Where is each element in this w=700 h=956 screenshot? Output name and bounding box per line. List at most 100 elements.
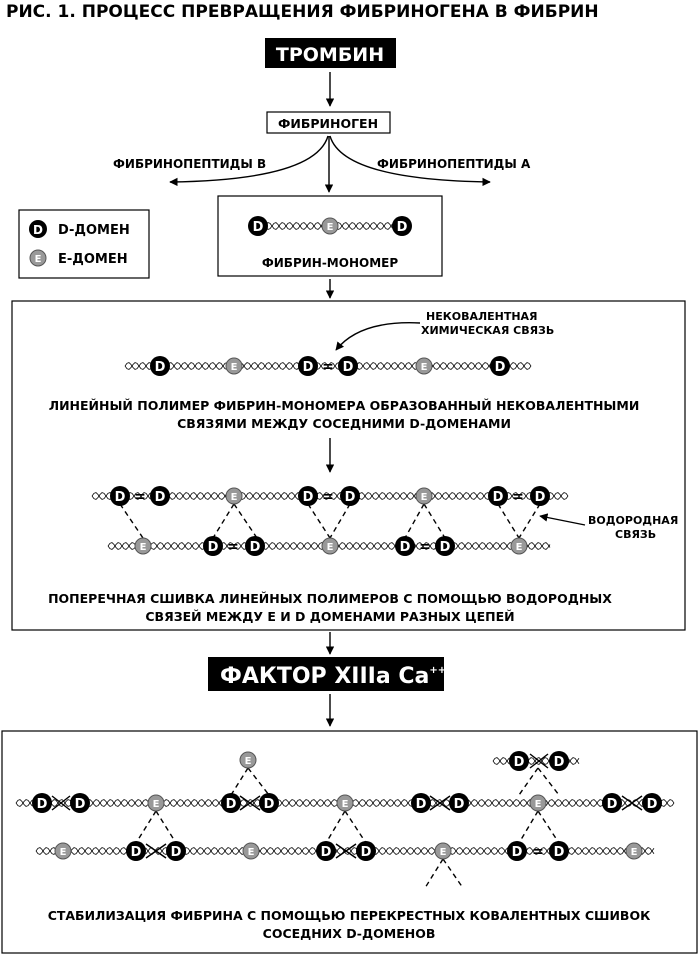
svg-text:D: D: [512, 845, 523, 860]
fibrinopeptides-b-label: ФИБРИНОПЕПТИДЫ В: [113, 157, 266, 171]
d-domain: D: [259, 793, 279, 813]
e-domain: E: [415, 487, 433, 505]
d-domain: D: [395, 536, 415, 556]
svg-text:D: D: [75, 797, 86, 812]
polymer-box: [11, 300, 686, 631]
svg-text:E: E: [631, 847, 638, 858]
svg-text:E: E: [231, 362, 238, 373]
d-domain: D: [549, 751, 569, 771]
e-domain: E: [147, 794, 165, 812]
svg-text:D: D: [343, 360, 354, 375]
equals-sign: =: [322, 489, 334, 505]
svg-text:D: D: [647, 797, 658, 812]
legend-d-label: D-ДОМЕН: [58, 223, 130, 238]
svg-text:D: D: [303, 360, 314, 375]
hydrogen-label-2: СВЯЗЬ: [615, 528, 656, 541]
d-domain: D: [507, 841, 527, 861]
covalent-bond: [429, 795, 451, 811]
e-domain: E: [529, 794, 547, 812]
svg-text:D: D: [321, 845, 332, 860]
hydrogen-arrow: [539, 513, 586, 526]
d-domain: D: [549, 841, 569, 861]
e-domain: E: [239, 751, 257, 769]
svg-text:D: D: [607, 797, 618, 812]
bond-line: [325, 810, 346, 844]
d-domain: D: [166, 841, 186, 861]
svg-text:D: D: [454, 797, 465, 812]
svg-text:D: D: [345, 490, 356, 505]
bond-line: [537, 810, 560, 844]
d-domain: D: [248, 216, 268, 236]
crosslink-caption-1: ПОПЕРЕЧНАЯ СШИВКА ЛИНЕЙНЫХ ПОЛИМЕРОВ С П…: [48, 591, 612, 606]
stabilization-caption-1: СТАБИЛИЗАЦИЯ ФИБРИНА С ПОМОЩЬЮ ПЕРЕКРЕСТ…: [48, 908, 651, 923]
d-domain: D: [150, 486, 170, 506]
svg-text:D: D: [554, 845, 565, 860]
e-domain: E: [134, 537, 152, 555]
fibrinogen-label: ФИБРИНОГЕН: [278, 116, 378, 131]
svg-text:D: D: [171, 845, 182, 860]
noncovalent-arrow: [335, 322, 421, 351]
equals-sign: =: [512, 489, 524, 505]
bond-line: [155, 810, 177, 844]
svg-text:D: D: [33, 223, 43, 237]
svg-text:E: E: [342, 799, 349, 810]
bond-line: [119, 503, 144, 539]
equals-sign: =: [532, 844, 544, 860]
d-domain: D: [245, 536, 265, 556]
d-domain: D: [203, 536, 223, 556]
e-domain: E: [225, 357, 243, 375]
svg-text:D: D: [361, 845, 372, 860]
d-domain: D: [70, 793, 90, 813]
e-domain: E: [510, 537, 528, 555]
e-domain: E: [625, 842, 643, 860]
thrombin-label: ТРОМБИН: [276, 44, 384, 66]
monomer-label: ФИБРИН-МОНОМЕР: [262, 256, 398, 270]
d-domain: D: [110, 486, 130, 506]
svg-text:E: E: [327, 542, 334, 553]
svg-text:D: D: [493, 490, 504, 505]
legend-e-marker: E: [29, 249, 47, 267]
covalent-bond: [621, 795, 643, 811]
svg-text:E: E: [153, 799, 160, 810]
svg-text:D: D: [535, 490, 546, 505]
svg-text:D: D: [155, 490, 166, 505]
bond-line: [537, 767, 560, 796]
bond-line: [404, 503, 425, 539]
stabilization-caption-2: СОСЕДНИХ D-ДОМЕНОВ: [263, 926, 436, 941]
arrow-fibrinopeptides-b: [169, 135, 329, 187]
d-domain: D: [449, 793, 469, 813]
d-domain: D: [411, 793, 431, 813]
svg-text:E: E: [245, 756, 252, 767]
figure-title: РИС. 1. ПРОЦЕСС ПРЕВРАЩЕНИЯ ФИБРИНОГЕНА …: [6, 2, 599, 22]
bond-line: [329, 503, 351, 539]
monomer-box: [217, 195, 443, 277]
e-domain: E: [225, 487, 243, 505]
d-domain: D: [488, 486, 508, 506]
d-domain: D: [221, 793, 241, 813]
svg-text:D: D: [131, 845, 142, 860]
d-domain: D: [338, 356, 358, 376]
svg-text:D: D: [440, 540, 451, 555]
svg-text:D: D: [115, 490, 126, 505]
e-domain: E: [434, 842, 452, 860]
svg-text:D: D: [400, 540, 411, 555]
d-domain: D: [126, 841, 146, 861]
e-domain: E: [415, 357, 433, 375]
d-domain: D: [356, 841, 376, 861]
d-domain: D: [509, 751, 529, 771]
svg-text:E: E: [35, 254, 42, 265]
d-domain: D: [298, 486, 318, 506]
d-domain: D: [316, 841, 336, 861]
svg-text:E: E: [231, 492, 238, 503]
d-domain: D: [340, 486, 360, 506]
equals-sign: =: [322, 359, 334, 375]
svg-text:D: D: [416, 797, 427, 812]
e-domain: E: [336, 794, 354, 812]
covalent-bond: [51, 795, 71, 811]
svg-text:E: E: [421, 492, 428, 503]
